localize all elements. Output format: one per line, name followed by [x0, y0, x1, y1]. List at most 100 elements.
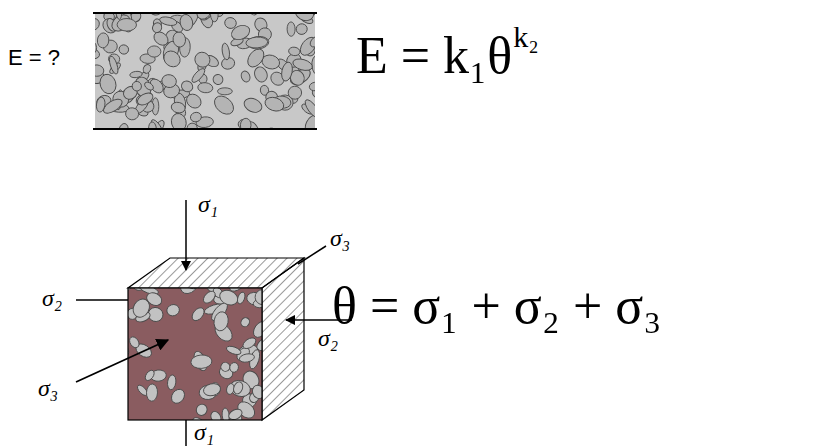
gravel-stone: [108, 55, 120, 75]
gravel-stone: [177, 288, 202, 297]
gravel-stone: [135, 91, 155, 108]
formula-exponent: k₂: [513, 22, 538, 52]
gravel-stone: [225, 345, 242, 357]
gravel-stone: [142, 63, 152, 74]
gravel-stone: [263, 95, 285, 113]
gravel-stone: [190, 306, 207, 323]
gravel-stone: [165, 303, 180, 317]
gravel-stone: [146, 384, 158, 402]
gravel-stone: [118, 44, 130, 56]
gravel-stone: [125, 107, 139, 120]
gravel-stone: [221, 408, 230, 420]
gravel-texture: [95, 14, 315, 128]
gravel-stone: [210, 14, 218, 22]
gravel-stone: [131, 80, 142, 91]
gravel-stone: [209, 410, 223, 420]
gravel-stone: [288, 46, 301, 56]
gravel-stone: [192, 49, 213, 70]
gravel-stone: [169, 112, 188, 128]
gravel-stone: [255, 289, 262, 305]
cube-front-outline: [128, 288, 262, 420]
gravel-stone: [308, 34, 315, 50]
gravel-stone: [143, 369, 155, 382]
gravel-stone: [212, 311, 229, 333]
gravel-stone: [239, 316, 250, 328]
gravel-texture: [128, 288, 262, 420]
gravel-stone: [118, 123, 130, 128]
gravel-stone: [265, 127, 277, 128]
gravel-stone: [221, 43, 231, 61]
gravel-stone: [147, 46, 161, 57]
gravel-stone: [148, 122, 157, 128]
stress-line: [76, 299, 128, 301]
cube-front-face: [128, 288, 262, 420]
stress-line: [185, 420, 187, 446]
gravel-stone: [151, 21, 163, 34]
gravel-stone: [190, 67, 207, 85]
stress-label: σ₁: [194, 420, 214, 444]
gravel-stone: [303, 98, 315, 120]
gravel-stone: [239, 353, 255, 364]
gravel-stone: [309, 81, 315, 91]
stress-label: σ₃: [38, 376, 58, 400]
stress-label: σ₂: [42, 286, 62, 310]
gravel-stone: [190, 354, 212, 369]
gravel-stone: [251, 319, 262, 340]
gravel-stone: [170, 101, 186, 114]
gravel-stone: [232, 381, 244, 396]
gravel-layer: [95, 14, 315, 128]
gravel-stone: [280, 61, 294, 82]
layer-boundary: [93, 128, 317, 130]
gravel-stone: [240, 70, 252, 84]
gravel-stone: [246, 36, 269, 48]
cube-side-face: [262, 258, 304, 420]
gravel-stone: [128, 335, 141, 349]
stress-arrow: [185, 200, 187, 270]
gravel-stone: [189, 111, 202, 123]
gravel-stone: [227, 407, 244, 420]
gravel-stone: [95, 40, 97, 55]
gravel-stone: [197, 82, 213, 94]
modulus-formula: E = k₁θ: [356, 30, 512, 82]
layer-boundary: [93, 12, 317, 14]
gravel-stone: [295, 22, 308, 35]
gravel-stone: [117, 18, 137, 31]
gravel-stone: [167, 374, 177, 390]
gravel-stone: [227, 288, 248, 294]
gravel-stone: [97, 32, 110, 48]
gravel-stone: [201, 289, 217, 305]
gravel-stone: [235, 14, 246, 15]
gravel-stone: [95, 16, 102, 33]
gravel-stone: [240, 118, 252, 128]
gravel-stone: [172, 31, 187, 48]
gravel-stone: [242, 96, 264, 115]
gravel-stone: [241, 336, 258, 351]
gravel-stone: [236, 291, 246, 305]
bulk-stress-formula: θ = σ₁ + σ₂ + σ₃: [332, 280, 661, 332]
gravel-stone: [202, 382, 221, 397]
gravel-stone: [292, 14, 315, 24]
gravel-stone: [143, 81, 155, 92]
gravel-stone: [169, 387, 187, 406]
gravel-stone: [115, 14, 123, 20]
gravel-stone: [244, 46, 267, 70]
gravel-stone: [194, 402, 208, 417]
unknown-modulus: E = ?: [8, 47, 60, 69]
gravel-stone: [288, 86, 303, 100]
gravel-stone: [144, 290, 163, 308]
gravel-stone: [194, 14, 214, 22]
gravel-stone: [161, 48, 184, 70]
gravel-stone: [179, 14, 195, 32]
gravel-stone: [211, 73, 225, 87]
gravel-stone: [184, 91, 204, 111]
gravel-stone: [98, 72, 119, 95]
gravel-stone: [292, 57, 314, 73]
stress-arrow: [76, 340, 168, 382]
gravel-stone: [250, 383, 262, 400]
gravel-stone: [229, 362, 240, 374]
stress-line: [298, 246, 326, 264]
gravel-stone: [211, 92, 237, 117]
gravel-stone: [247, 14, 259, 16]
gravel-stone: [218, 88, 233, 95]
